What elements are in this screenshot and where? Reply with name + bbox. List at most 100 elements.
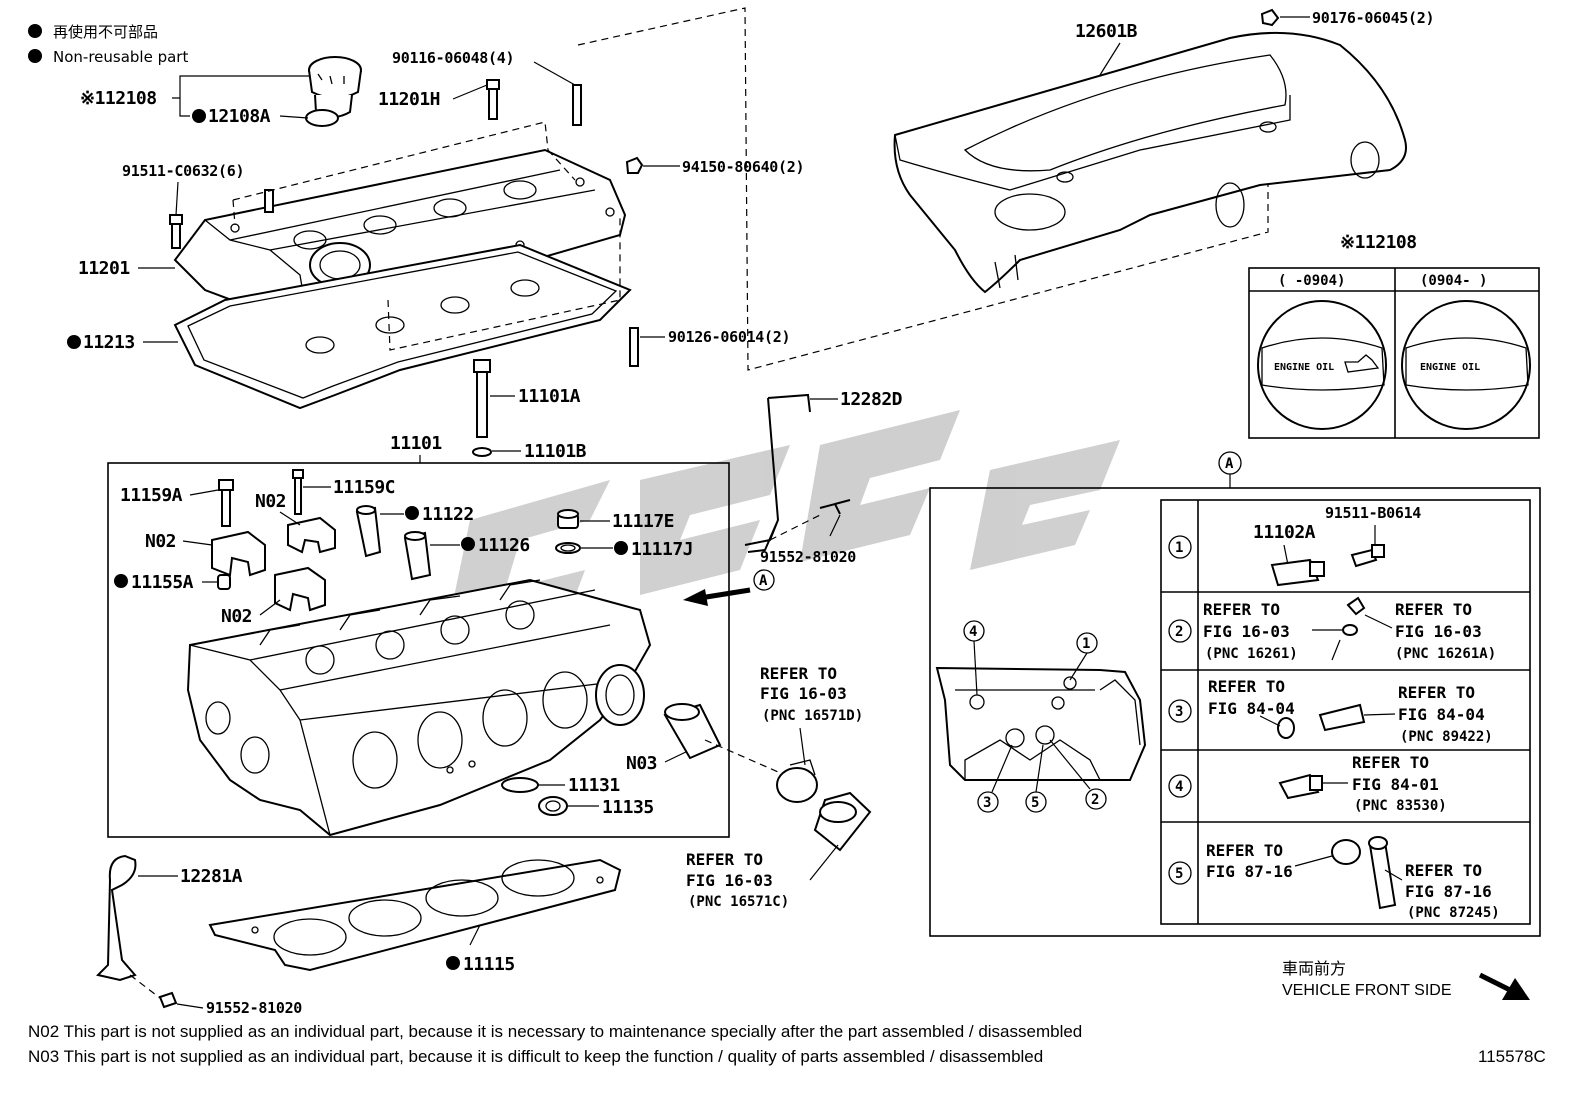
- small-parts-drawing: [211, 469, 581, 816]
- row1-part-label: 11102A: [1253, 522, 1316, 543]
- water-pipe-drawing: [663, 703, 872, 852]
- diagram-id: 115578C: [1478, 1047, 1546, 1066]
- row-num-1: 1: [1175, 540, 1183, 556]
- inset-col1: ( -0904): [1278, 273, 1345, 289]
- label-11159c: 11159C: [333, 477, 395, 498]
- detail-callout-3: 3: [983, 795, 991, 811]
- label-11101a: 11101A: [518, 386, 581, 407]
- row3-left-l1: REFER TO: [1208, 677, 1285, 696]
- label-11131: 11131: [568, 775, 620, 796]
- row3-right-l1: REFER TO: [1398, 683, 1475, 702]
- label-11135: 11135: [602, 797, 654, 818]
- head-gasket-drawing: [208, 858, 622, 972]
- inset-cap1-text: ENGINE OIL: [1274, 362, 1334, 373]
- callouts-bracket: 12282D 91552-81020: [760, 389, 903, 566]
- label-11159a: 11159A: [120, 485, 183, 506]
- detail-a-table: 1 2 3 4 5 91511-B0614 11102A REFER TO FI…: [1160, 499, 1531, 925]
- callouts-head-cover: 90116-06048(4) 11201H 91511-C0632(6) 941…: [67, 49, 805, 462]
- row5-right-l3: (PNC 87245): [1407, 905, 1500, 921]
- label-n02-a: N02: [255, 491, 286, 512]
- front-arrow-icon: [1502, 978, 1530, 1000]
- label-11117e: 11117E: [612, 511, 674, 532]
- front-en: VEHICLE FRONT SIDE: [1282, 982, 1452, 999]
- row-num-3: 3: [1175, 704, 1183, 720]
- ref1-line2: FIG 16-03: [760, 684, 847, 703]
- row2-right-l1: REFER TO: [1395, 600, 1472, 619]
- label-11101b: 11101B: [524, 441, 587, 462]
- row4-right-l2: FIG 84-01: [1352, 775, 1439, 794]
- label-94150: 94150-80640(2): [682, 158, 804, 176]
- inset-col2: (0904- ): [1420, 273, 1487, 289]
- label-90116: 90116-06048(4): [392, 49, 514, 67]
- row3-left-l2: FIG 84-04: [1208, 699, 1295, 718]
- front-jp: 車両前方: [1282, 960, 1346, 978]
- detail-callout-2: 2: [1091, 792, 1099, 808]
- label-12281a: 12281A: [180, 866, 243, 887]
- detail-callout-1: 1: [1082, 636, 1090, 652]
- non-reusable-dot-icon: [192, 109, 206, 123]
- legend-jp: 再使用不可部品: [53, 23, 158, 41]
- ref1-line3: (PNC 16571D): [762, 708, 863, 724]
- label-91552-b: 91552-81020: [206, 999, 302, 1017]
- legend-en: Non-reusable part: [53, 48, 188, 66]
- label-n02-c: N02: [221, 606, 252, 627]
- cylinder-head-group-box: [107, 462, 730, 838]
- label-12601b: 12601B: [1075, 21, 1138, 42]
- detail-a-box: A 4 1 3 5 2: [929, 451, 1541, 937]
- label-91511-c0632: 91511-C0632(6): [122, 162, 244, 180]
- label-91552-a: 91552-81020: [760, 548, 856, 566]
- row2-right-l3: (PNC 16261A): [1395, 646, 1496, 662]
- row1-bolt-label: 91511-B0614: [1325, 504, 1421, 522]
- label-90126: 90126-06014(2): [668, 328, 790, 346]
- row-num-2: 2: [1175, 624, 1183, 640]
- row2-right-l2: FIG 16-03: [1395, 622, 1482, 641]
- row-num-5: 5: [1175, 866, 1183, 882]
- label-n02-b: N02: [145, 531, 176, 552]
- non-reusable-dot-icon: [461, 537, 475, 551]
- row2-left-l2: FIG 16-03: [1203, 622, 1290, 641]
- legend-dot-icon: [28, 49, 42, 63]
- label-n03: N03: [626, 753, 657, 774]
- row4-right-l1: REFER TO: [1352, 753, 1429, 772]
- label-11122: 11122: [422, 504, 474, 525]
- cylinder-head-drawing: [186, 578, 652, 837]
- label-11115: 11115: [463, 954, 515, 975]
- label-11201: 11201: [78, 258, 130, 279]
- callouts-bottom: 12281A 11115 91552-81020: [138, 866, 515, 1017]
- non-reusable-dot-icon: [114, 574, 128, 588]
- engine-cover-drawing: [893, 8, 1407, 294]
- note-n03: N03 This part is not supplied as an indi…: [28, 1047, 1043, 1066]
- row5-left-l2: FIG 87-16: [1206, 862, 1293, 881]
- callouts-cylinder-head: 11159A 11159C N02 N02 N02 11122 11126 11…: [114, 477, 694, 818]
- label-11201h: 11201H: [378, 89, 440, 110]
- legend-dot-icon: [28, 24, 42, 38]
- oil-filler-cap-drawing: [305, 56, 362, 127]
- ref2-line3: (PNC 16571C): [688, 894, 789, 910]
- detail-callout-4: 4: [969, 624, 977, 640]
- row5-right-l1: REFER TO: [1405, 861, 1482, 880]
- label-11126: 11126: [478, 535, 530, 556]
- label-12108: ※112108: [80, 88, 157, 109]
- vehicle-front-indicator: 車両前方 VEHICLE FRONT SIDE: [1282, 960, 1530, 1000]
- callout-12108: ※112108 12108A: [80, 75, 310, 127]
- refer-notes-pipe: REFER TO FIG 16-03 (PNC 16571D) REFER TO…: [686, 664, 863, 910]
- note-n02: N02 This part is not supplied as an indi…: [28, 1022, 1082, 1041]
- label-90176: 90176-06045(2): [1312, 9, 1434, 27]
- inset-cap2-text: ENGINE OIL: [1420, 362, 1480, 373]
- row2-left-l3: (PNC 16261): [1205, 646, 1298, 662]
- ref1-line1: REFER TO: [760, 664, 837, 683]
- ref2-line1: REFER TO: [686, 850, 763, 869]
- row2-left-l1: REFER TO: [1203, 600, 1280, 619]
- label-11117j: 11117J: [631, 539, 693, 560]
- bracket-12281a-drawing: [96, 854, 178, 1009]
- label-12282d: 12282D: [840, 389, 903, 410]
- view-a-label: A: [759, 573, 768, 589]
- row-num-4: 4: [1175, 779, 1183, 795]
- detail-a-label: A: [1225, 456, 1234, 472]
- non-reusable-dot-icon: [67, 335, 81, 349]
- label-11213: 11213: [83, 332, 135, 353]
- non-reusable-dot-icon: [405, 506, 419, 520]
- head-cover-gasket-drawing: [173, 243, 632, 410]
- non-reusable-dot-icon: [614, 541, 628, 555]
